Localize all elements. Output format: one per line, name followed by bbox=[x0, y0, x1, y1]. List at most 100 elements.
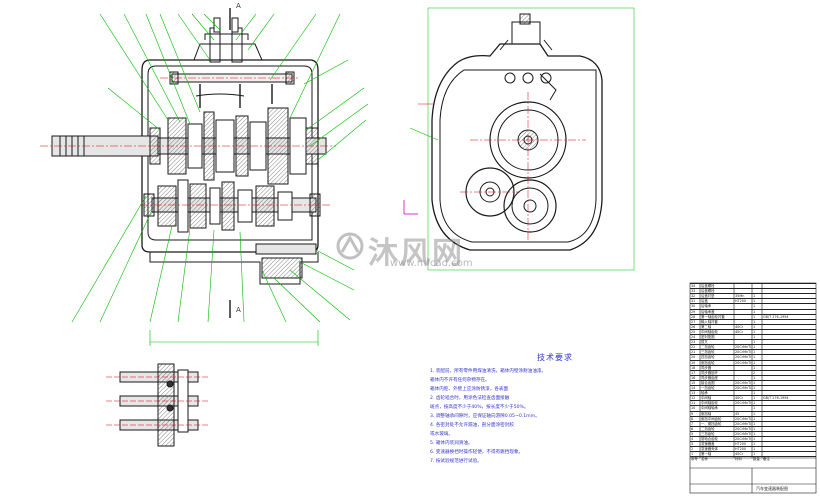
bom-header-cell: 材料 bbox=[735, 457, 742, 462]
bom-cell: 1 bbox=[753, 304, 756, 309]
bom-cell: 密封垫圈 bbox=[701, 335, 715, 339]
bom-cell: 四挡齿轮 bbox=[701, 355, 715, 360]
technical-note: 斑点，按高度不少于40%，按长度不少于50%。 bbox=[430, 405, 529, 410]
section-label-bottom: A bbox=[236, 306, 241, 314]
bom-cell: 后轴承盖 bbox=[701, 309, 715, 314]
bom-cell: 20CrMnTi bbox=[735, 437, 752, 441]
bom-cell: 25 bbox=[691, 329, 696, 334]
bom-cell: 中间轴齿轮 bbox=[701, 329, 718, 334]
bom-cell: 6 bbox=[691, 426, 694, 431]
bom-cell: 7 bbox=[691, 421, 694, 426]
bom-cell: 1 bbox=[753, 437, 756, 441]
bom-cell: 1 bbox=[753, 431, 756, 436]
bom-header-cell: 备注 bbox=[763, 457, 770, 462]
watermark-brand: 沐风网 bbox=[368, 236, 464, 271]
bom-cell: 19 bbox=[691, 360, 696, 365]
bom-cell: 40Cr bbox=[735, 329, 744, 334]
bom-cell: 后盖螺栓 bbox=[701, 284, 715, 288]
bom-cell: 29 bbox=[691, 309, 696, 314]
bom-cell: 后盖衬垫 bbox=[701, 294, 715, 299]
bom-cell: 20CrMnTi bbox=[735, 350, 752, 355]
bom-cell: 1 bbox=[753, 309, 756, 314]
section-label-top: A bbox=[236, 2, 241, 10]
bom-header-cell: 数量 bbox=[753, 457, 760, 462]
technical-note: 5. 箱体内装润滑油。 bbox=[430, 441, 473, 446]
bom-cell: 1 bbox=[753, 340, 756, 345]
bom-cell: 中间轴 bbox=[701, 396, 712, 401]
side-view bbox=[403, 7, 635, 271]
detail-view bbox=[106, 363, 210, 447]
bom-cell: 1 bbox=[753, 447, 756, 452]
bom-cell: 1 bbox=[753, 421, 756, 426]
bom-cell: 23 bbox=[691, 340, 696, 345]
bom-cell: 35Mn bbox=[735, 294, 745, 299]
bom-cell: 18 bbox=[691, 365, 696, 370]
bom-cell: HT200 bbox=[735, 447, 747, 452]
technical-notes: 技术要求 1. 装配前，所有零件用煤油清洗，箱体内壁涂耐油油漆。 箱体内不许有任… bbox=[430, 352, 680, 466]
bom-cell: 20CrMnTi bbox=[735, 386, 752, 390]
bom-cell: 2 bbox=[691, 447, 694, 452]
bom-cell: 倒挡中间齿轮 bbox=[701, 416, 722, 421]
bom-cell: 后盖螺栓 bbox=[701, 289, 715, 294]
bom-cell: 11 bbox=[691, 401, 696, 406]
bom-row: 29 后轴承盖 1 bbox=[690, 308, 816, 315]
bom-cell: 同步器 bbox=[701, 365, 712, 370]
bom-cell: 1 bbox=[753, 375, 756, 380]
bom-cell: 后轴承 bbox=[701, 304, 712, 309]
bom-cell: 1 bbox=[691, 452, 694, 457]
bom-header: 序号名称材料数量备注 bbox=[690, 456, 816, 462]
bom-cell: 5 bbox=[691, 431, 694, 436]
bom-cell: 中间轴轴承 bbox=[701, 406, 718, 411]
technical-note: 4. 各密封处不允许漏油，剖分面涂密封胶 bbox=[430, 423, 514, 428]
watermark-logo-icon bbox=[336, 232, 364, 260]
bom-cell: 40Cr bbox=[735, 324, 744, 329]
bom-row: 25 中间轴齿轮 40Cr 1 bbox=[690, 328, 816, 335]
technical-note: 箱体内不许有任何杂物存在。 bbox=[430, 378, 490, 383]
bom-row: 2 变速器壳体 HT200 1 bbox=[690, 446, 816, 452]
bom-cell: 22 bbox=[691, 345, 696, 350]
bom-cell: 1 bbox=[753, 411, 756, 416]
bom-cell: 1 bbox=[753, 294, 756, 299]
bom-cell: 20CrMnTi bbox=[735, 380, 752, 385]
bom-cell: 1 bbox=[753, 335, 756, 339]
bom-cell: 32 bbox=[691, 294, 696, 299]
bom-cell: 21 bbox=[691, 350, 696, 355]
bom-cell: 27 bbox=[691, 319, 696, 324]
bom-cell: 20CrMnTi bbox=[735, 431, 752, 436]
bom-cell: 1 bbox=[753, 406, 756, 411]
bom-cell: 第二轴 bbox=[701, 324, 712, 329]
bom-cell: 1 bbox=[753, 452, 756, 457]
bom-cell: 1 bbox=[753, 329, 756, 334]
bom-cell: 二挡齿轮 bbox=[701, 426, 715, 431]
bom-cell: 变速器壳体 bbox=[701, 447, 718, 452]
bom-cell: 3 bbox=[691, 442, 694, 447]
bom-cell: 1 bbox=[753, 442, 756, 447]
bom-cell: 1 bbox=[753, 380, 756, 385]
bom-cell: 同步器齿座 bbox=[701, 375, 718, 380]
bom-cell: 1 bbox=[753, 345, 756, 350]
technical-notes-title: 技术要求 bbox=[537, 353, 573, 362]
bom-cell: 第一轴 bbox=[701, 452, 712, 457]
bom-cell: 中间轴齿轮 bbox=[701, 401, 718, 406]
drawing-title: 汽车变速器装配图 bbox=[756, 486, 788, 491]
technical-note: 箱体内腔、外壁上应涂防锈漆，各表面 bbox=[430, 387, 509, 392]
bom-cell: 输入轴衬套 bbox=[701, 319, 718, 324]
bom-cell: 二挡齿轮 bbox=[701, 345, 715, 350]
bom-cell: 1 bbox=[753, 350, 756, 355]
